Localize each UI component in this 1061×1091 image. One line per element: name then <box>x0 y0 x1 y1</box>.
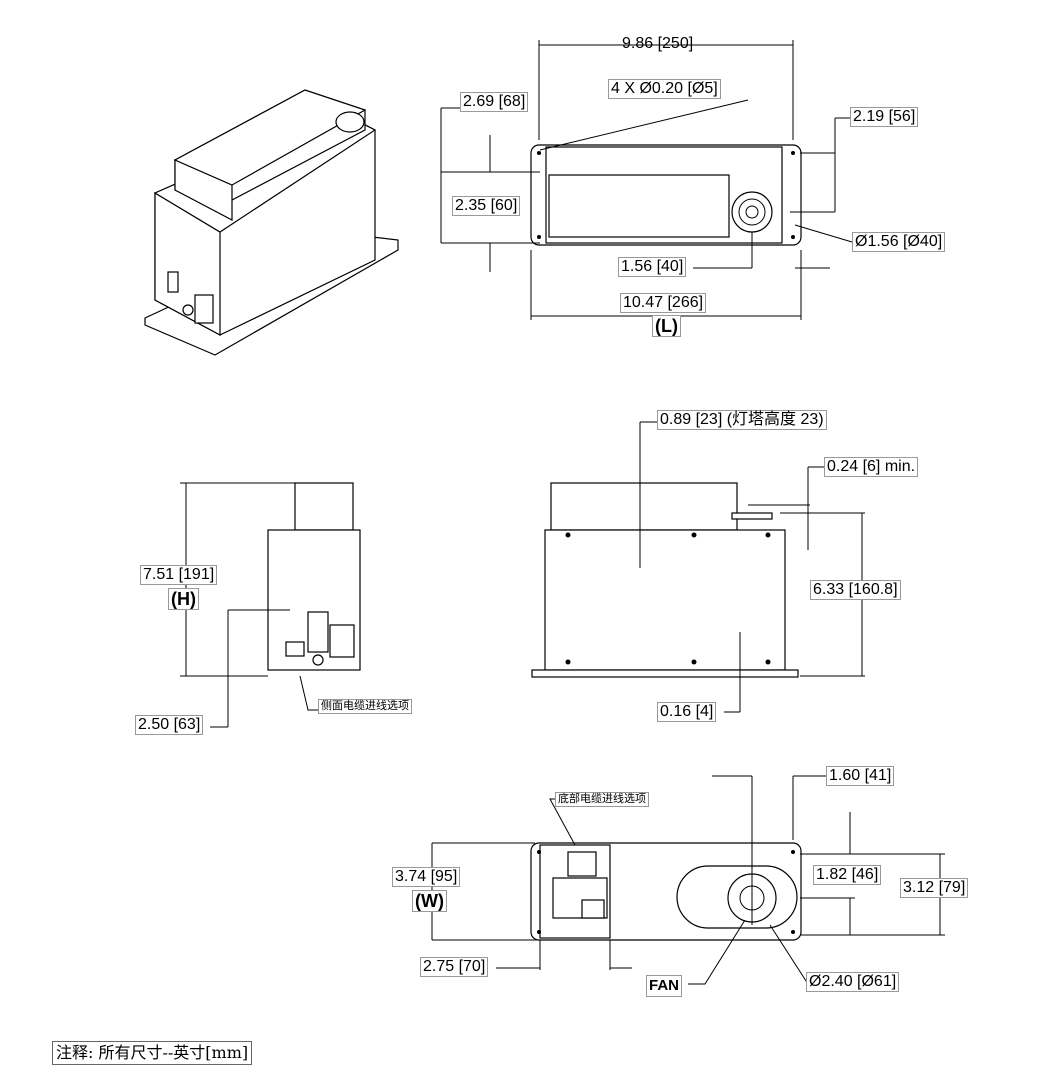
offset-right-dimension: 2.19 [56] <box>850 107 919 127</box>
units-note: 注释: 所有尺寸--英寸[mm] <box>52 1041 253 1065</box>
beacon-height-dimension: 0.89 [23] (灯塔高度 23) <box>657 410 827 430</box>
side-view <box>531 421 865 713</box>
fan-diameter-dimension: Ø2.40 [Ø61] <box>806 972 900 992</box>
side-cable-option-callout: 侧面电缆进线选项 <box>318 699 412 714</box>
length-symbol: (L) <box>652 315 681 337</box>
height-symbol: (H) <box>168 588 199 610</box>
bottom-view <box>431 775 945 985</box>
isometric-view <box>144 89 399 356</box>
offset-left-dimension: 2.69 [68] <box>460 92 529 112</box>
height-total-dimension: 7.51 [191] <box>140 565 218 585</box>
panel-offset-dimension: 2.75 [70] <box>420 957 489 977</box>
base-thickness-dimension: 0.16 [4] <box>657 702 717 722</box>
width-total-dimension: 3.74 [95] <box>392 867 461 887</box>
length-base-dimension: 10.47 [266] <box>620 293 707 313</box>
clearance-dimension: 0.24 [6] min. <box>824 457 919 477</box>
connector-height-dimension: 2.50 [63] <box>135 715 204 735</box>
beacon-offset-dimension: 1.56 [40] <box>618 257 687 277</box>
beacon-diameter-dimension: Ø1.56 [Ø40] <box>852 232 946 252</box>
mount-holes-dimension: 4 X Ø0.20 [Ø5] <box>608 79 721 99</box>
length-overall-dimension: 9.86 [250] <box>622 35 694 52</box>
front-view <box>180 482 361 728</box>
fan-center-dimension: 1.82 [46] <box>813 865 882 885</box>
width-symbol: (W) <box>412 890 447 912</box>
fan-offset-dimension: 1.60 [41] <box>826 766 895 786</box>
bottom-cable-option-callout: 底部电缆进线选项 <box>555 792 649 807</box>
top-view <box>440 40 853 320</box>
fan-label: FAN <box>646 975 682 997</box>
body-height-dimension: 6.33 [160.8] <box>810 580 901 600</box>
bottom-hole-spacing-dimension: 3.12 [79] <box>900 878 969 898</box>
hole-spacing-dimension: 2.35 [60] <box>452 196 521 216</box>
